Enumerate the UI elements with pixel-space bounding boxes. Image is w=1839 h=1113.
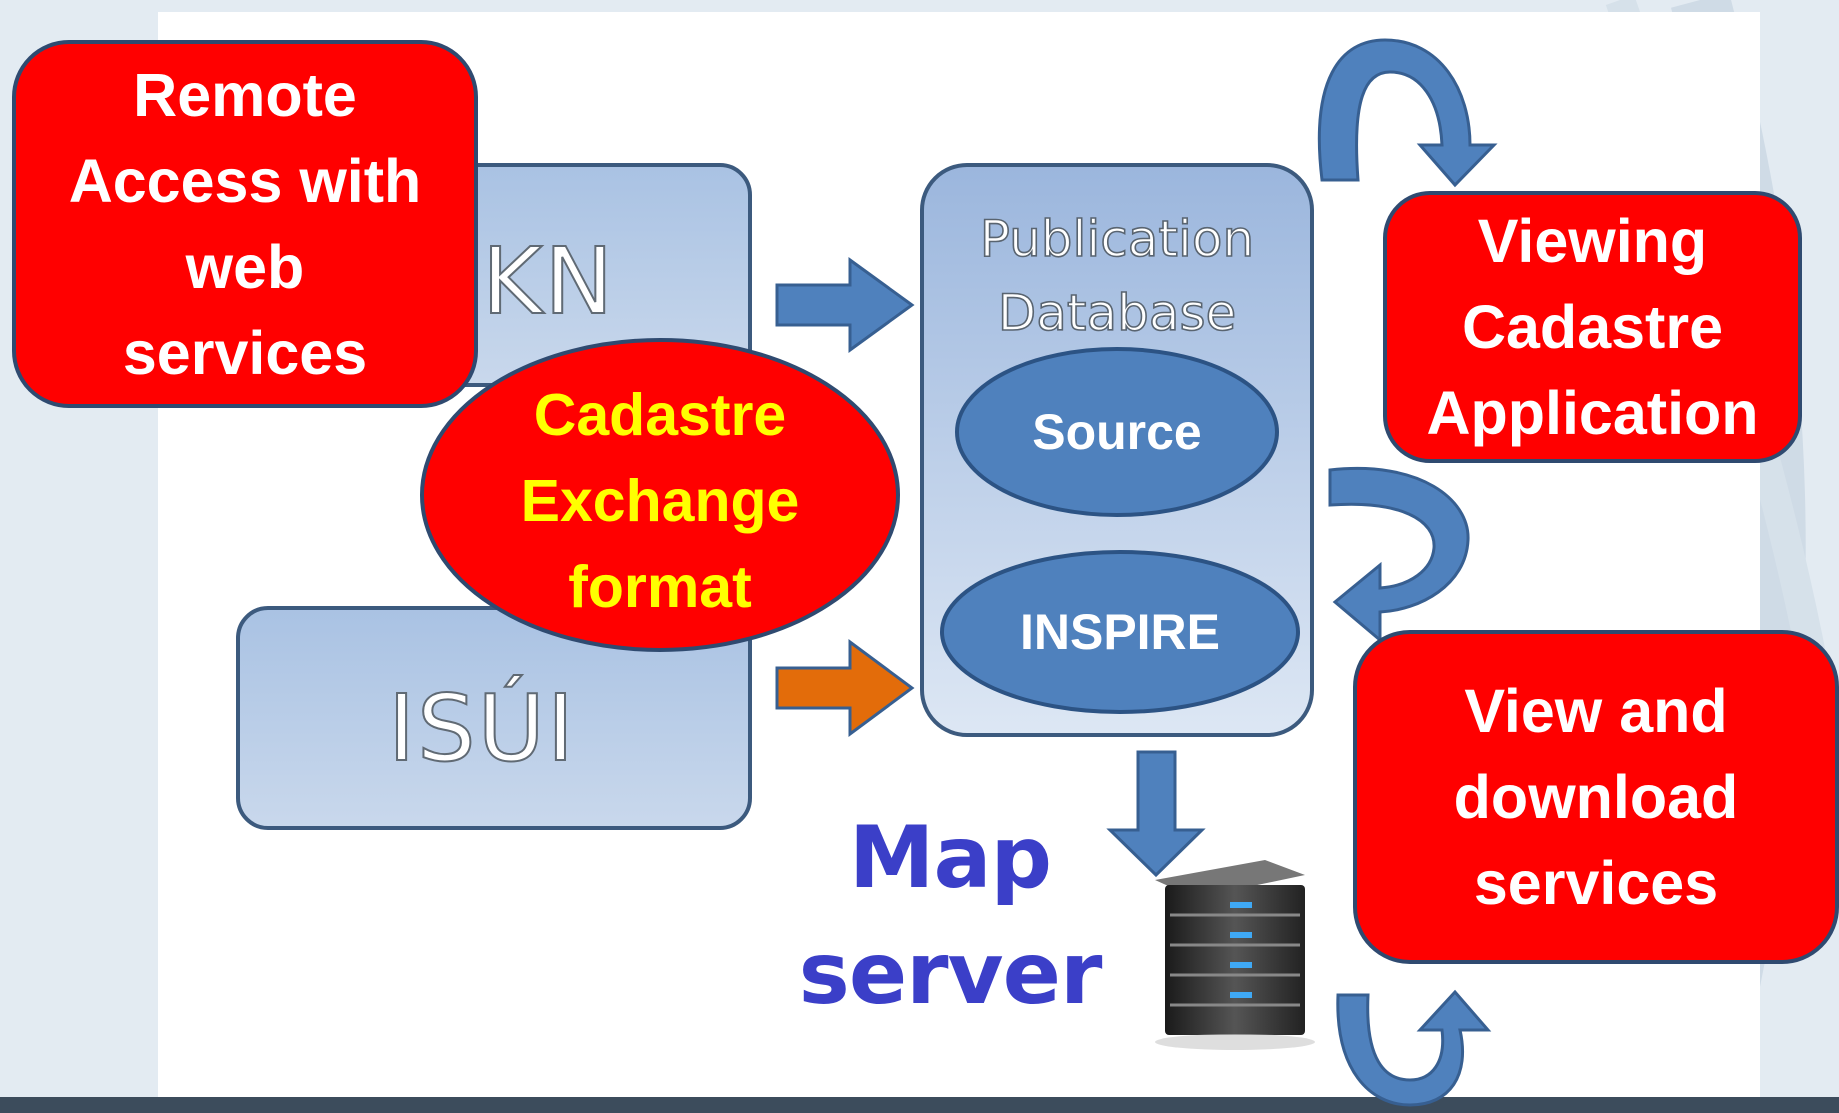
view-download-callout-box xyxy=(1353,630,1839,964)
remote-access-callout-box xyxy=(12,40,478,408)
viewing-app-line3: Application xyxy=(1426,379,1759,447)
publication-database-title: Publication Database xyxy=(922,202,1312,350)
db-title-line1: Publication xyxy=(979,209,1255,269)
map-server-label: Map server xyxy=(780,800,1120,1032)
bottom-curved-arrow xyxy=(1336,989,1492,1107)
inspire-layer-label: INSPIRE xyxy=(1019,604,1221,660)
view-download-line2: download xyxy=(1453,763,1739,831)
viewing-app-callout-box xyxy=(1383,191,1802,463)
source-layer-label: Source xyxy=(1032,404,1202,460)
source-layer-ellipse xyxy=(955,347,1279,517)
exchange-format-ellipse xyxy=(420,338,900,652)
isui-to-database-arrow xyxy=(775,639,915,737)
top-curved-arrow xyxy=(1317,38,1498,188)
viewing-app-line1: Viewing xyxy=(1477,207,1708,275)
exchange-line3: format xyxy=(568,554,752,620)
map-server-line2: server xyxy=(798,924,1103,1024)
database-to-mapserver-arrow xyxy=(1106,750,1206,878)
db-title-line2: Database xyxy=(997,283,1237,343)
exchange-line2: Exchange xyxy=(520,468,800,534)
kn-label: KN xyxy=(481,228,616,335)
inspire-layer-ellipse xyxy=(940,550,1300,714)
remote-access-line2: Access with xyxy=(68,147,422,215)
viewing-app-line2: Cadastre xyxy=(1461,293,1724,361)
isui-label: ISÚI xyxy=(387,675,577,782)
remote-access-line4: services xyxy=(122,319,368,387)
view-download-line3: services xyxy=(1473,849,1719,917)
server-rack-icon xyxy=(1155,860,1315,1050)
remote-access-line1: Remote xyxy=(133,61,357,129)
remote-access-line3: web xyxy=(185,233,305,301)
exchange-format-label: Cadastre Exchange format xyxy=(440,372,880,630)
bottom-bar xyxy=(0,1097,1839,1113)
remote-access-callout: Remote Access with web services xyxy=(14,42,476,406)
exchange-line1: Cadastre xyxy=(533,382,787,448)
map-server-line1: Map xyxy=(848,808,1052,908)
middle-curved-arrow xyxy=(1328,467,1470,644)
viewing-app-callout: Viewing Cadastre Application xyxy=(1385,193,1800,461)
kn-to-database-arrow xyxy=(775,257,915,353)
view-download-line1: View and xyxy=(1464,677,1728,745)
view-download-callout: View and download services xyxy=(1355,632,1837,962)
